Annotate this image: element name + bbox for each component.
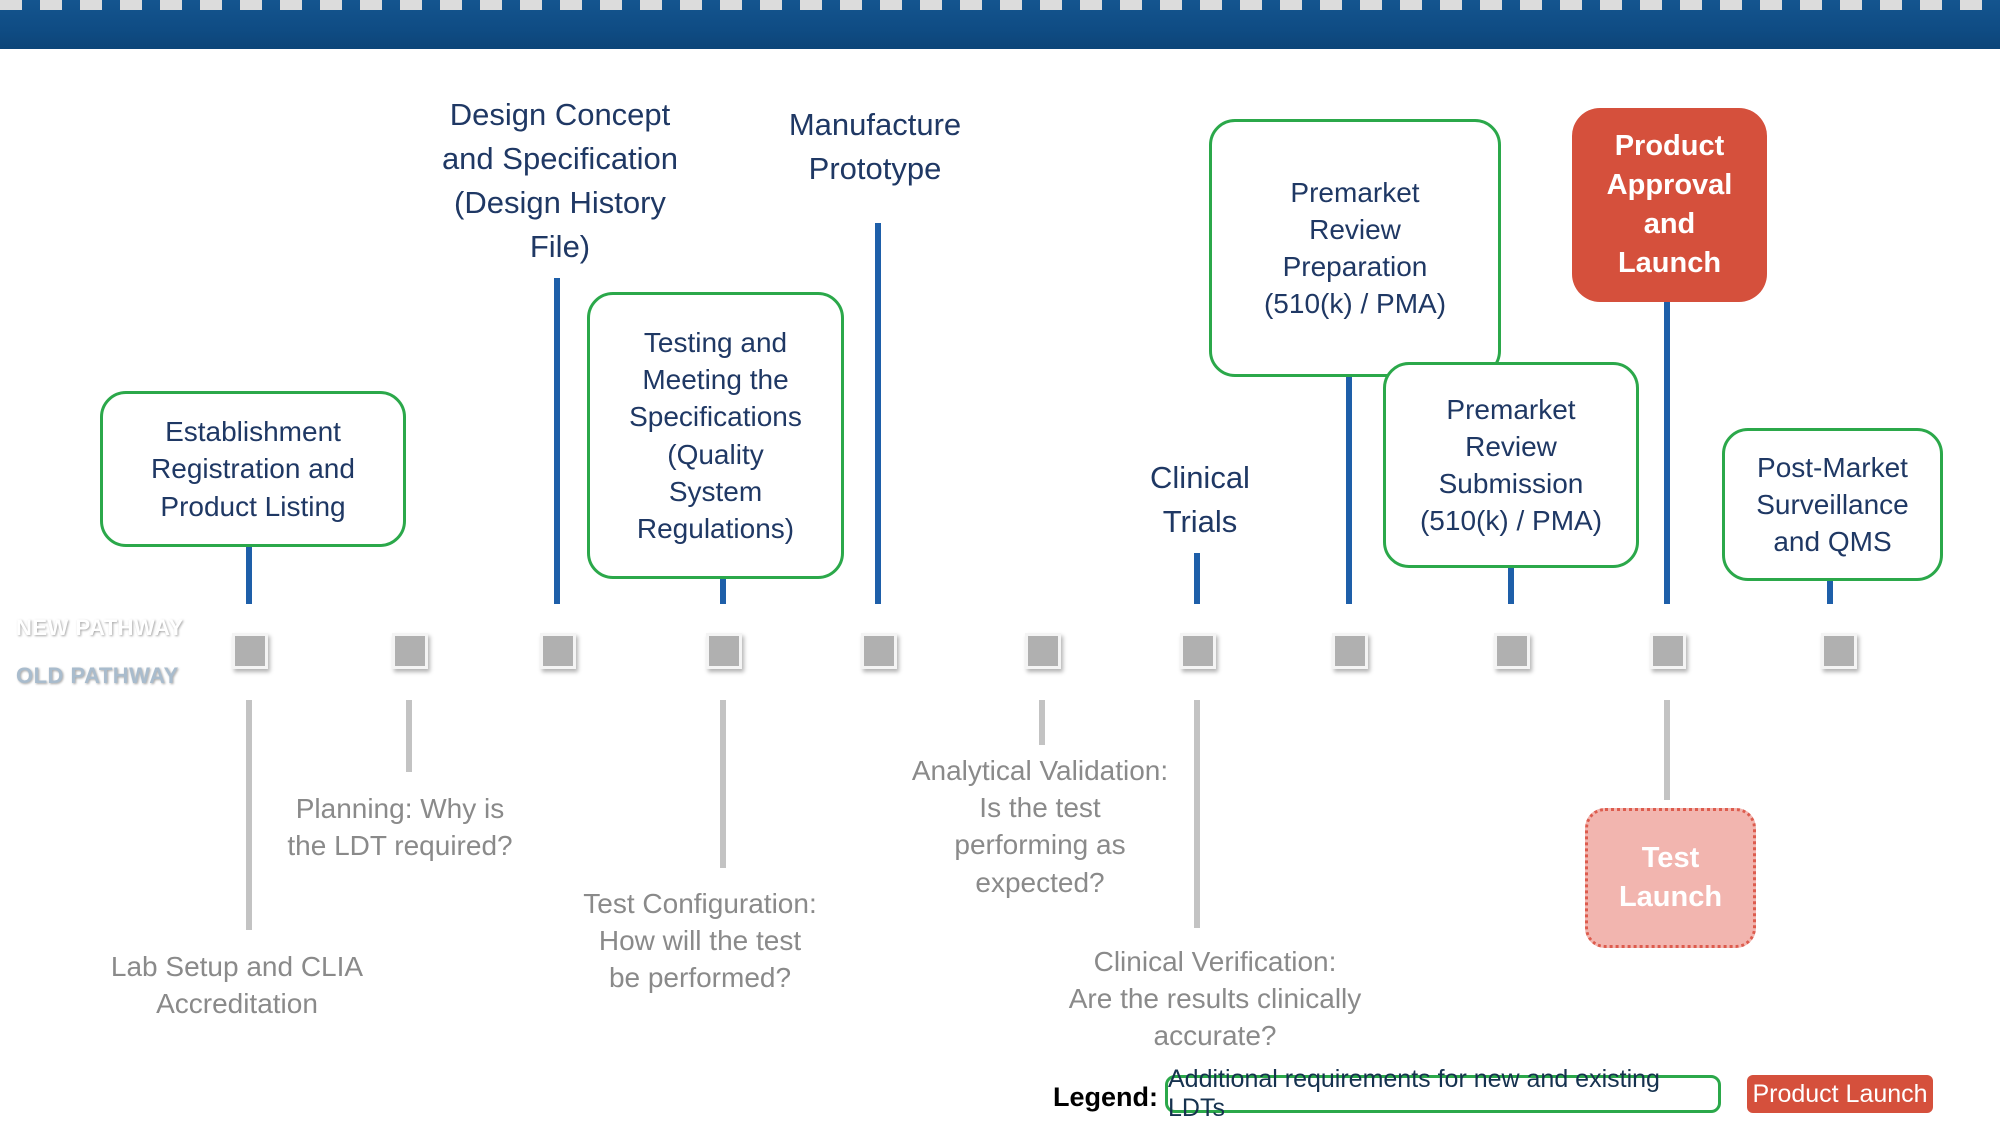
timeline-marker-5 (861, 633, 897, 669)
connector-gray-analytical (1039, 700, 1045, 745)
legend-label: Legend: (1053, 1082, 1158, 1112)
milestone-design-concept: Design Concept and Specification (Design… (441, 97, 679, 265)
connector-blue-establishment (246, 541, 252, 604)
connector-blue-clinical-trials (1194, 553, 1200, 604)
milestone-product-approval-launch: Product Approval and Launch (1572, 108, 1767, 302)
step-clinical-verification: Clinical Verification: Are the results c… (1068, 946, 1362, 1052)
timeline-marker-4 (706, 633, 742, 669)
connector-gray-lab-setup (246, 700, 252, 930)
timeline-marker-10 (1650, 633, 1686, 669)
milestone-clinical-trials: Clinical Trials (1150, 460, 1250, 540)
old-pathway-label: OLD PATHWAY (16, 663, 179, 688)
timeline-marker-11 (1821, 633, 1857, 669)
step-test-launch: Test Launch (1585, 808, 1756, 948)
new-pathway-label: NEW PATHWAY (16, 615, 184, 640)
timeline-marker-8 (1332, 633, 1368, 669)
timeline-marker-6 (1025, 633, 1061, 669)
step-planning: Planning: Why is the LDT required? (287, 793, 513, 862)
timeline-dashed-divider (0, 0, 2000, 10)
connector-blue-premarket-prep (1346, 371, 1352, 604)
timeline-marker-2 (392, 633, 428, 669)
milestone-premarket-review-submission: Premarket Review Submission (510(k) / PM… (1383, 362, 1639, 568)
legend-green-item: Additional requirements for new and exis… (1165, 1065, 1721, 1122)
milestone-testing-specifications: Testing and Meeting the Specifications (… (587, 292, 844, 579)
timeline-marker-3 (540, 633, 576, 669)
milestone-establishment-registration: Establishment Registration and Product L… (100, 391, 406, 547)
connector-gray-clinical-verif (1194, 700, 1200, 928)
legend-red-item: Product Launch (1747, 1075, 1933, 1113)
connector-blue-premarket-sub (1508, 562, 1514, 604)
milestone-manufacture-prototype: Manufacture Prototype (788, 107, 962, 187)
connector-gray-test-config (720, 700, 726, 868)
timeline-marker-1 (232, 633, 268, 669)
connector-blue-manufacture (875, 223, 881, 604)
connector-gray-test-launch (1664, 700, 1670, 800)
step-lab-setup: Lab Setup and CLIA Accreditation (110, 951, 364, 1020)
connector-blue-design-concept (554, 278, 560, 604)
connector-blue-testing (720, 573, 726, 604)
connector-blue-post-market (1827, 575, 1833, 604)
step-analytical-validation: Analytical Validation: Is the test perfo… (911, 755, 1169, 898)
connector-gray-planning (406, 700, 412, 772)
milestone-premarket-review-preparation: Premarket Review Preparation (510(k) / P… (1209, 119, 1501, 377)
connector-blue-product-approval (1664, 302, 1670, 604)
timeline-marker-7 (1180, 633, 1216, 669)
milestone-post-market-surveillance: Post-Market Surveillance and QMS (1722, 428, 1943, 581)
step-test-configuration: Test Configuration: How will the test be… (583, 888, 817, 994)
timeline-marker-9 (1494, 633, 1530, 669)
